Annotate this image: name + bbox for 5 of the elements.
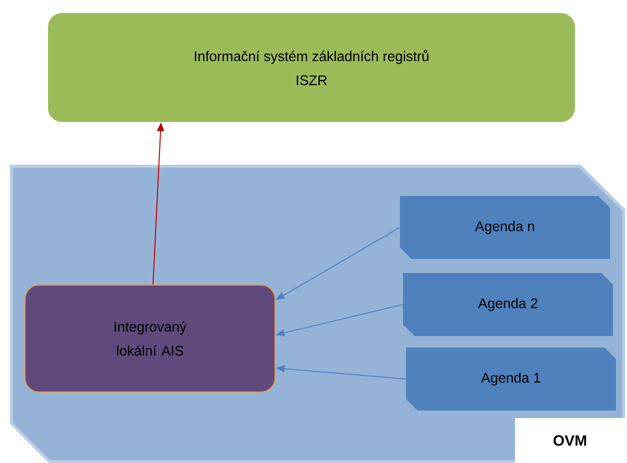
system-box: Informační systém základních registrů ISZR: [48, 13, 575, 122]
agenda-box: Agenda 2: [403, 272, 613, 336]
agenda-box: Agenda n: [400, 196, 610, 259]
agenda-box: Agenda 1: [406, 347, 616, 410]
system-box: Integrovaný lokální AIS: [24, 284, 276, 392]
